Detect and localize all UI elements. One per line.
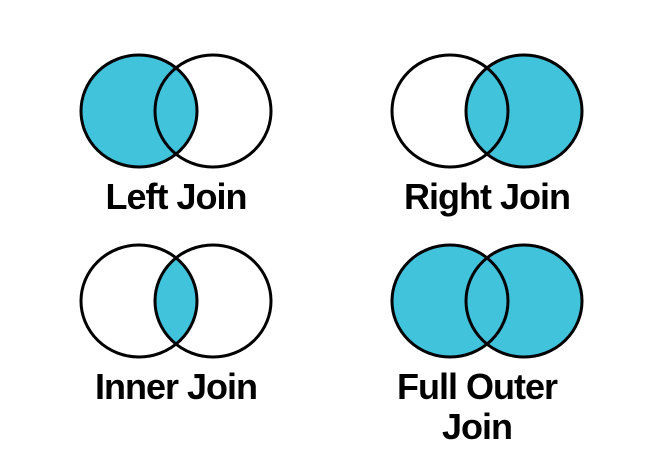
- venn-right-join: Right Join: [389, 49, 585, 217]
- left-circle-outline: [390, 53, 510, 169]
- right-circle-outline: [153, 243, 273, 359]
- diagram-label-full-outer-join: Full Outer Join: [397, 366, 558, 447]
- intersection-lens-fill: [466, 245, 508, 357]
- right-circle-outline: [153, 53, 273, 169]
- diagram-label-right-join: Right Join: [404, 176, 571, 217]
- venn-diagram-right-join: [390, 53, 584, 169]
- intersection-lens-fill: [155, 245, 197, 357]
- right-circle-outline: [464, 53, 584, 169]
- intersection-lens-fill: [466, 55, 508, 167]
- venn-diagram-inner-join: [79, 243, 273, 359]
- venn-diagram-full-outer-join: [390, 243, 584, 359]
- venn-left-join: Left Join: [78, 49, 274, 217]
- left-circle-outline: [79, 53, 199, 169]
- intersection-lens-fill: [155, 55, 197, 167]
- left-circle-outline: [79, 243, 199, 359]
- venn-full-outer-join: Full Outer Join: [389, 239, 585, 447]
- diagram-label-left-join: Left Join: [105, 176, 248, 217]
- left-circle-outline: [390, 243, 510, 359]
- diagram-label-inner-join: Inner Join: [94, 366, 258, 407]
- right-circle-outline: [464, 243, 584, 359]
- venn-inner-join: Inner Join: [78, 239, 274, 407]
- venn-diagram-left-join: [79, 53, 273, 169]
